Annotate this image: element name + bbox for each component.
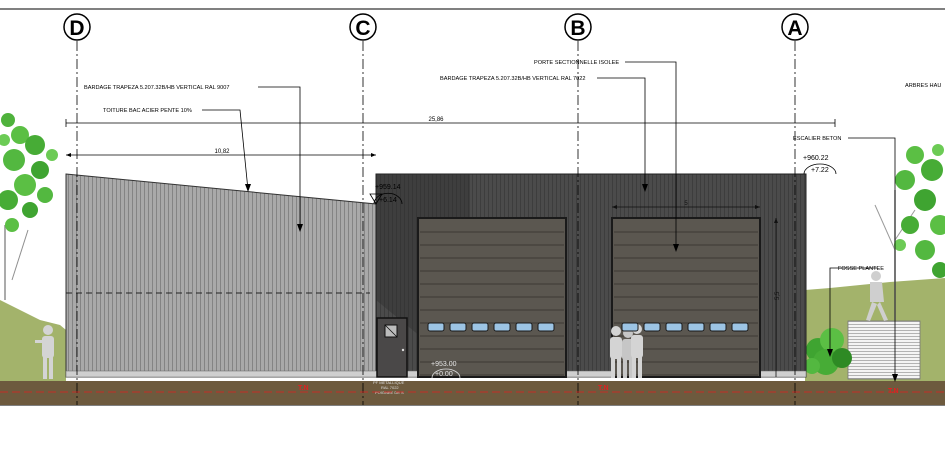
dimension-total xyxy=(65,119,836,127)
level-a-rel: +7.22 xyxy=(811,167,829,174)
label-porte: PORTE SECTIONNELLE ISOLEE xyxy=(534,60,619,66)
level-c xyxy=(369,192,403,205)
left-tree xyxy=(0,113,58,300)
door-window xyxy=(515,322,533,332)
door-window xyxy=(643,322,661,332)
tn-label-1: T.N xyxy=(298,385,309,392)
axis-bubble-c xyxy=(349,13,377,41)
dimension-door-height-label: 5,5 xyxy=(775,291,781,300)
dimension-left-label: 10,82 xyxy=(214,149,230,155)
axis-bubble-a xyxy=(781,13,809,41)
person-walking xyxy=(866,271,888,321)
axis-label-d: D xyxy=(69,17,84,40)
door-window xyxy=(621,322,639,332)
door-window xyxy=(471,322,489,332)
pedestrian-door xyxy=(376,317,408,378)
door-window xyxy=(427,322,445,332)
door-window xyxy=(449,322,467,332)
axis-bubble-d xyxy=(63,13,91,41)
right-tree xyxy=(874,144,945,320)
axis-label-a: A xyxy=(787,17,802,40)
tn-label-3: T.N xyxy=(888,388,899,395)
dimension-left xyxy=(66,153,376,157)
dimension-door-height xyxy=(774,218,778,377)
dimension-door-width-label: 5 xyxy=(684,201,688,207)
axis-label-c: C xyxy=(355,17,370,40)
level-floor-rel: +0.00 xyxy=(435,371,453,378)
door-window xyxy=(665,322,683,332)
escalier-beton xyxy=(847,320,921,380)
people-group xyxy=(610,324,643,378)
door-note-2: RAL 7022 xyxy=(381,385,399,390)
label-bardage-right: BARDAGE TRAPEZA 5.207.32B/HB VERTICAL RA… xyxy=(440,76,586,82)
door-note-3: POIGNEE DE S xyxy=(375,390,404,395)
door-window xyxy=(687,322,705,332)
level-a xyxy=(803,163,837,175)
sectional-door-left xyxy=(417,217,567,378)
label-arbres: ARBRES HAU xyxy=(905,83,941,89)
door-window xyxy=(493,322,511,332)
tn-label-2: T.N xyxy=(598,385,609,392)
door-window xyxy=(537,322,555,332)
axis-bubble-b xyxy=(564,13,592,41)
ground-band xyxy=(0,381,945,405)
person-left xyxy=(35,325,54,379)
level-c-rel: +6.14 xyxy=(379,197,397,204)
label-escalier: ESCALIER BETON xyxy=(793,136,841,142)
level-c-ngf: +959.14 xyxy=(375,184,401,191)
planted-bush xyxy=(804,328,852,375)
label-toiture: TOITURE BAC ACIER PENTE 10% xyxy=(103,108,192,114)
dimension-door-width xyxy=(612,205,760,209)
level-a-ngf: +960.22 xyxy=(803,155,829,162)
axis-label-b: B xyxy=(570,17,585,40)
level-floor xyxy=(431,368,461,379)
level-floor-ngf: +953.00 xyxy=(431,361,457,368)
door-window xyxy=(709,322,727,332)
leader-arrows xyxy=(245,184,898,382)
door-note-1: PF METALLIQUE xyxy=(373,380,405,385)
left-bay-cladding xyxy=(65,173,377,378)
leader-lines xyxy=(202,61,896,380)
label-bardage-left: BARDAGE TRAPEZA 5.207.32B/HB VERTICAL RA… xyxy=(84,85,230,91)
left-grass-slope xyxy=(0,300,66,381)
dimension-total-label: 25,86 xyxy=(428,117,444,123)
label-fosse: FOSSE PLANTEE xyxy=(838,266,884,272)
door-window xyxy=(731,322,749,332)
